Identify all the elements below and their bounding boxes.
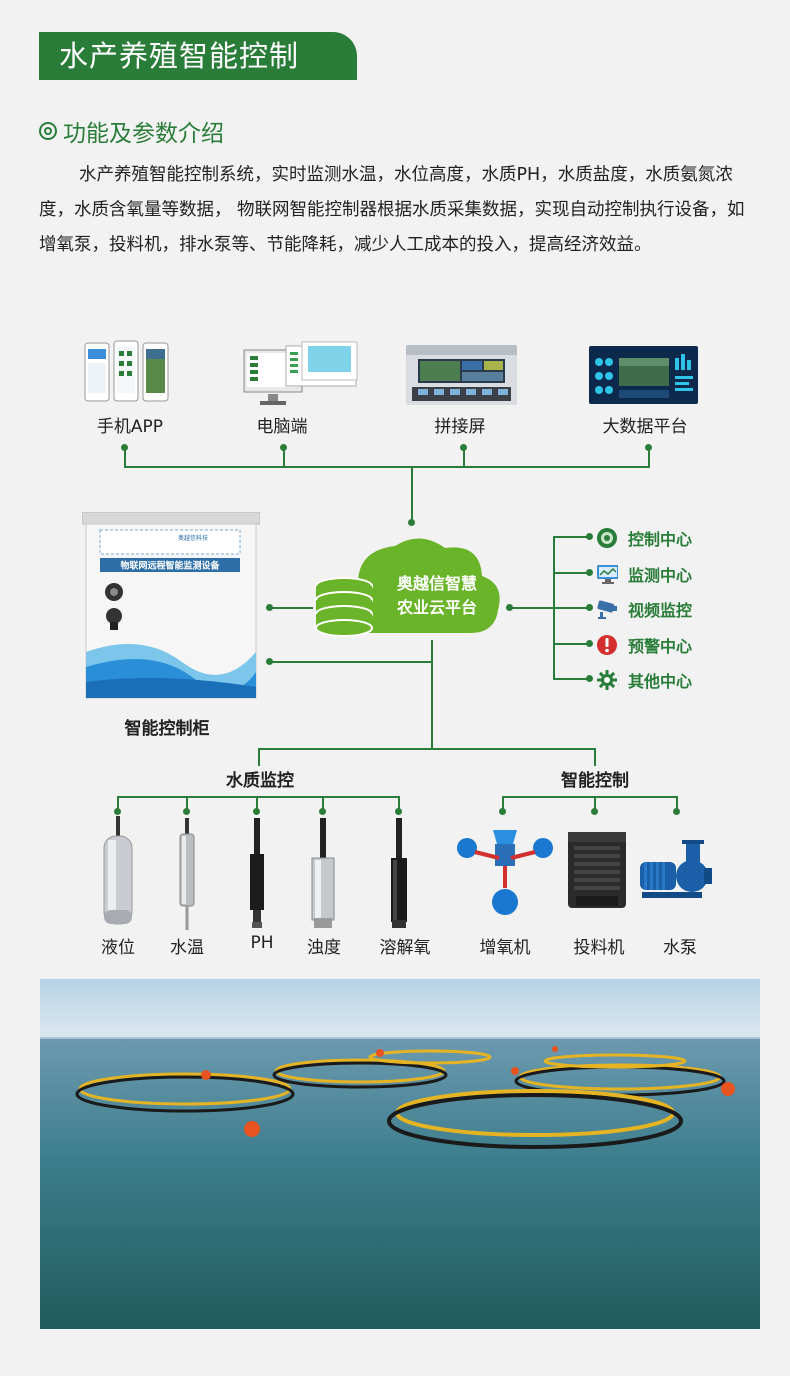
center-item-monitor: 监测中心 [596,562,692,586]
sensor-label-turbidity: 浊度 [307,938,341,958]
center-item-control: 控制中心 [596,526,692,550]
equipment-label-aerator: 增氧机 [479,938,531,958]
cabinet-label: 智能控制柜 [124,719,210,739]
computer-icon [242,340,359,408]
circle-bullet-icon [39,122,57,140]
sensor-label-temperature: 水温 [170,938,204,958]
cloud-title-line1: 奥越信智慧 [396,574,477,593]
center-label-monitor: 监测中心 [628,566,693,585]
center-label-control: 控制中心 [628,530,693,549]
section-title: 功能及参数介绍 [63,121,224,147]
dissolved-oxygen-sensor-image [386,818,412,930]
center-label-camera: 视频监控 [628,601,693,620]
terminal-label-wall: 拼接屏 [434,417,486,437]
camera-icon [596,598,618,620]
control-cabinet-image: 奥越信科技 物联网远程智能监测设备 [81,511,261,700]
cabinet-nameplate: 物联网远程智能监测设备 [120,560,220,572]
center-item-other: 其他中心 [596,668,692,692]
group-title-control: 智能控制 [561,771,629,791]
feeder-image [566,830,628,912]
control-center-icon [596,527,618,549]
intro-paragraph: 水产养殖智能控制系统，实时监测水温，水位高度，水质PH，水质盐度，水质氨氮浓度，… [39,165,745,255]
temperature-sensor-image [174,818,200,930]
sensor-label-level: 液位 [101,938,135,958]
level-sensor-image [100,816,136,928]
fish-farm-photo [40,979,760,1329]
phone-app-icon [83,339,170,404]
ph-sensor-image [246,818,268,930]
water-pump-image [638,838,714,902]
equipment-label-pump: 水泵 [663,938,697,958]
turbidity-sensor-image [308,818,338,930]
alert-icon [596,634,618,656]
terminal-label-bigdata: 大数据平台 [602,417,688,437]
sensor-label-ph: PH [250,933,274,953]
center-label-alert: 预警中心 [628,637,693,656]
page-title-banner: 水产养殖智能控制 [39,32,357,80]
cloud-title-line2: 农业云平台 [396,598,477,617]
big-data-icon [589,346,698,404]
center-label-other: 其他中心 [628,672,693,691]
equipment-label-feeder: 投料机 [573,938,625,958]
sensor-label-oxygen: 溶解氧 [379,938,431,958]
center-item-alert: 预警中心 [596,633,692,657]
group-title-water: 水质监控 [226,771,294,791]
cloud-platform: 奥越信智慧 农业云平台 [310,528,505,643]
cabinet-brand: 奥越信科技 [178,534,208,542]
monitor-icon [596,563,618,585]
terminal-label-pc: 电脑端 [256,417,308,437]
aerator-image [455,826,555,916]
section-heading: 功能及参数介绍 [39,114,224,148]
terminal-label-app: 手机APP [96,417,164,437]
gear-icon [596,669,618,691]
center-item-camera: 视频监控 [596,597,692,621]
video-wall-icon [406,345,517,405]
